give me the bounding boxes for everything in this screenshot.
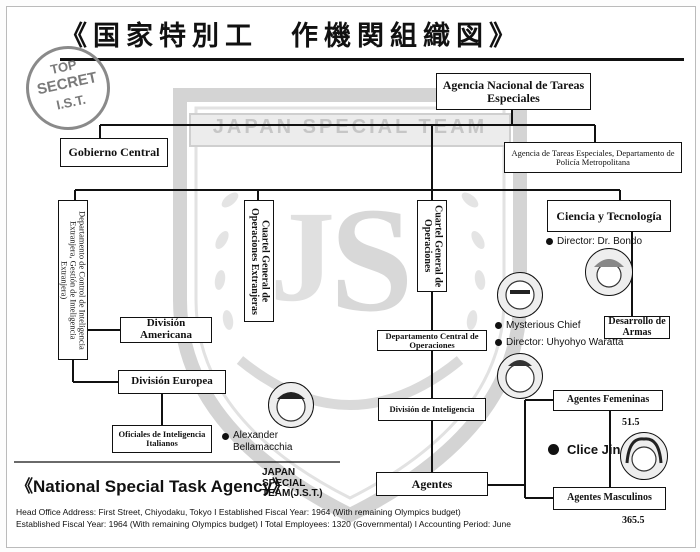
- person-clice-jin: Clice Jin: [548, 442, 620, 457]
- node-science: Ciencia y Tecnología: [547, 200, 671, 232]
- number-365-5: 365.5: [622, 515, 645, 526]
- person-mysterious-chief: Mysterious Chief: [495, 320, 580, 331]
- node-ops-hq: Cuartel General de Operaciones: [417, 200, 447, 292]
- portrait-mysterious-chief: [497, 272, 543, 318]
- number-51-5: 51.5: [622, 417, 640, 428]
- bullet-icon: [222, 433, 229, 440]
- short-name-line-1: JAPAN: [262, 467, 296, 478]
- page-title: 《国家特別工 作機関組織図》: [60, 21, 522, 52]
- person-mysterious-chief-label: Mysterious Chief: [506, 320, 581, 331]
- node-male-agents: Agentes Masculinos: [553, 487, 666, 510]
- node-intelligence-division: División de Inteligencia: [378, 398, 486, 421]
- node-european-division: División Europea: [118, 370, 226, 394]
- node-foreign-ops-hq-label: Cuartel General de Operaciones Extranjer…: [249, 207, 271, 315]
- person-ops-director-label: Director: Uhyohyo Waratta: [506, 337, 624, 348]
- title-rule: [60, 58, 684, 61]
- bullet-icon: [546, 238, 553, 245]
- person-science-director: Director: Dr. Bondo: [546, 236, 642, 247]
- node-foreign-ops-hq: Cuartel General de Operaciones Extranjer…: [244, 200, 274, 322]
- node-agents: Agentes: [376, 472, 488, 496]
- svg-text:J: J: [270, 185, 335, 329]
- short-name-line-2: SPECIAL: [262, 477, 306, 489]
- portrait-alexander: [268, 382, 314, 428]
- person-alexander-label: Alexander Bellamacchia: [233, 430, 293, 453]
- portrait-uhyohyo-waratta: [497, 353, 543, 399]
- bullet-icon: [548, 444, 559, 455]
- person-alexander: Alexander Bellamacchia: [222, 430, 305, 453]
- person-ops-director: Director: Uhyohyo Waratta: [495, 337, 623, 348]
- agency-name: 《National Special Task Agency》: [16, 477, 290, 496]
- portrait-dr-bondo: [585, 248, 633, 296]
- portrait-clice-jin: [620, 432, 668, 480]
- info-line-1: Head Office Address: First Street, Chiyo…: [16, 507, 461, 517]
- node-central-ops-dept: Departamento Central de Operaciones: [377, 330, 487, 351]
- node-italian-officers: Oficiales de Inteligencia Italianos: [112, 425, 212, 453]
- emblem-banner-text: JAPAN SPECIAL TEAM: [212, 116, 488, 138]
- node-counter-intelligence-label: Departamento de Control de Inteligencia …: [59, 210, 88, 350]
- short-name: JAPAN SPECIAL TEAM(J.S.T.): [262, 467, 323, 500]
- bullet-icon: [495, 322, 502, 329]
- node-female-agents: Agentes Femeninas: [553, 390, 663, 411]
- node-national-agency: Agencia Nacional de Tareas Especiales: [436, 73, 591, 110]
- bullet-icon: [495, 339, 502, 346]
- short-name-line-3: TEAM(J.S.T.): [262, 488, 323, 499]
- node-american-division: División Americana: [120, 317, 212, 343]
- svg-text:S: S: [330, 177, 413, 343]
- node-metropolitan-police: Agencia de Tareas Especiales, Departamen…: [504, 142, 682, 173]
- node-weapons-dev: Desarrollo de Armas: [604, 316, 670, 339]
- info-line-2: Established Fiscal Year: 1964 (With rema…: [16, 519, 511, 529]
- node-ops-hq-label: Cuartel General de Operaciones: [422, 204, 444, 288]
- node-central-government: Gobierno Central: [60, 138, 168, 167]
- person-science-director-label: Director: Dr. Bondo: [557, 236, 643, 247]
- node-counter-intelligence: Departamento de Control de Inteligencia …: [58, 200, 88, 360]
- person-clice-jin-label: Clice Jin: [567, 442, 621, 457]
